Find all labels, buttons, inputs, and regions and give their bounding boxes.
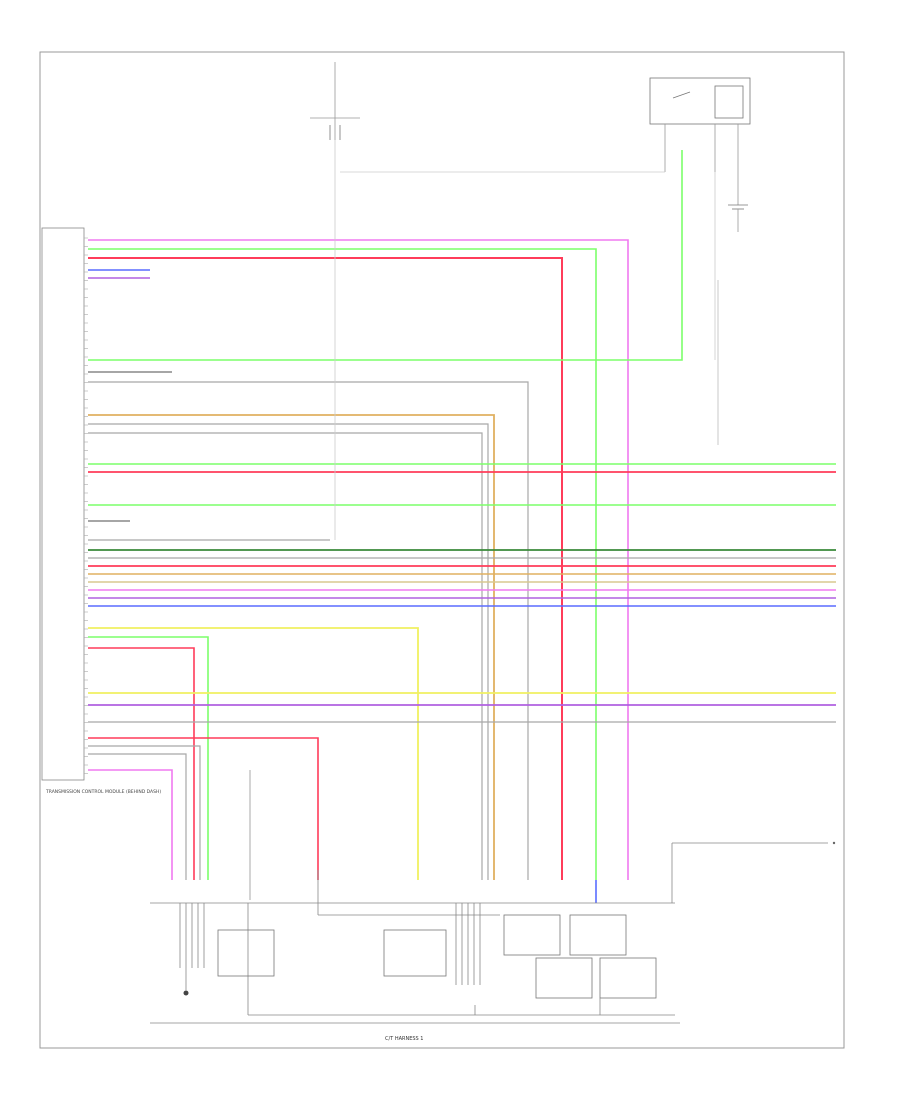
harness-connector-f [599, 957, 657, 999]
harness-connector-d [569, 914, 627, 956]
wire-pink-down [88, 769, 173, 880]
wire-red-down-2 [88, 737, 319, 880]
wire-gray-mid [88, 381, 529, 880]
bottom-components [150, 841, 836, 1024]
wire-red-down [88, 647, 195, 880]
wire-orange [88, 414, 495, 880]
harness-connector-a [217, 929, 275, 977]
harness-connector-e [535, 957, 593, 999]
wire-green-top [88, 248, 597, 880]
wire-pink-top [88, 239, 629, 880]
wire-gray-down-2 [88, 753, 187, 880]
harness-connector-c [503, 914, 561, 956]
wire-gray-down [88, 745, 201, 880]
wire-green-to-switch [88, 150, 683, 361]
bottom-bus-label: C/T HARNESS 1 [385, 1036, 424, 1042]
wire-red-top [88, 257, 563, 880]
harness-connector-b [383, 929, 447, 977]
wire-gray-2 [88, 423, 489, 880]
wire-green-down [88, 636, 209, 880]
tcm-connector-block [41, 227, 85, 781]
diagram-frame [39, 51, 845, 1049]
pin-ticks [84, 237, 88, 774]
wire-yellow-down [88, 627, 419, 880]
ignition-fuse-section [310, 62, 360, 140]
transfer-switch-box [649, 77, 751, 445]
tcm-module-label: TRANSMISSION CONTROL MODULE (BEHIND DASH… [45, 789, 161, 795]
wire-group [88, 140, 836, 903]
wire-gray-3 [88, 432, 483, 880]
